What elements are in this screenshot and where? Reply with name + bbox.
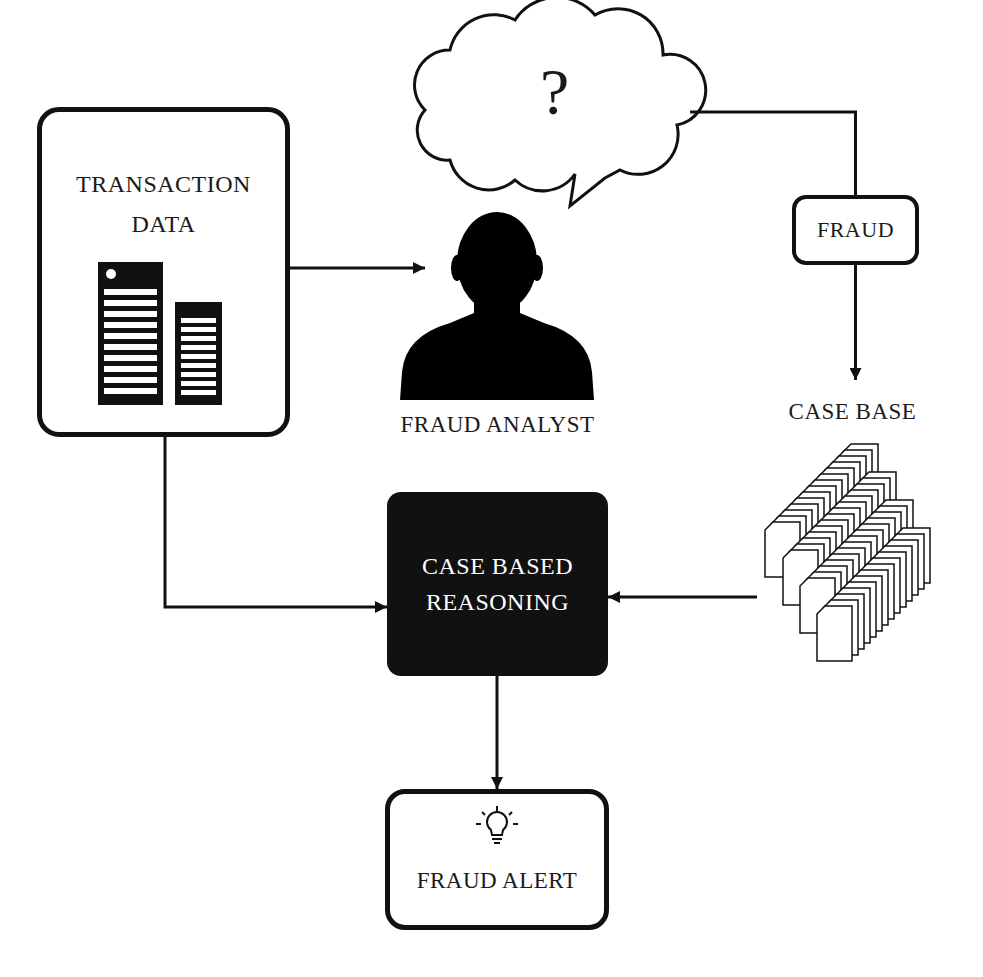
data-icon (98, 262, 222, 405)
node-label: TRANSACTION DATA (67, 164, 260, 244)
node-label: CASE BASE (737, 398, 968, 426)
flow-arrow (690, 112, 856, 195)
server-dot (106, 269, 116, 279)
server-stripes (181, 318, 216, 395)
flow-arrow (608, 596, 757, 599)
thought-cloud: ? (405, 0, 690, 210)
server-stripes (104, 289, 157, 394)
node-label: ? (515, 52, 595, 132)
flow-arrow (290, 267, 425, 270)
cloud-shape (414, 0, 705, 206)
case-base-store: CASE BASE (757, 380, 948, 665)
alert-box: FRAUD ALERT (385, 789, 609, 930)
node-label: FRAUD ANALYST (401, 410, 595, 440)
flow-arrow (854, 265, 857, 380)
data-box: TRANSACTION DATA (37, 107, 290, 437)
bulb-icon (476, 806, 518, 843)
node-label: CASE BASED REASONING (408, 548, 588, 620)
node-label: FRAUD (817, 216, 894, 244)
node-label: FRAUD ALERT (400, 866, 594, 896)
server-bar (175, 302, 222, 405)
case-card-stack (765, 444, 930, 661)
flow-arrow (165, 437, 387, 607)
analyst-figure: FRAUD ANALYST (425, 215, 570, 440)
server-bar (98, 262, 163, 405)
flow-arrow (496, 676, 499, 789)
fraud-label-box: FRAUD (792, 195, 919, 265)
card-sheet (817, 606, 852, 661)
analyst-silhouette (400, 212, 594, 400)
reasoning-box: CASE BASED REASONING (387, 492, 608, 676)
